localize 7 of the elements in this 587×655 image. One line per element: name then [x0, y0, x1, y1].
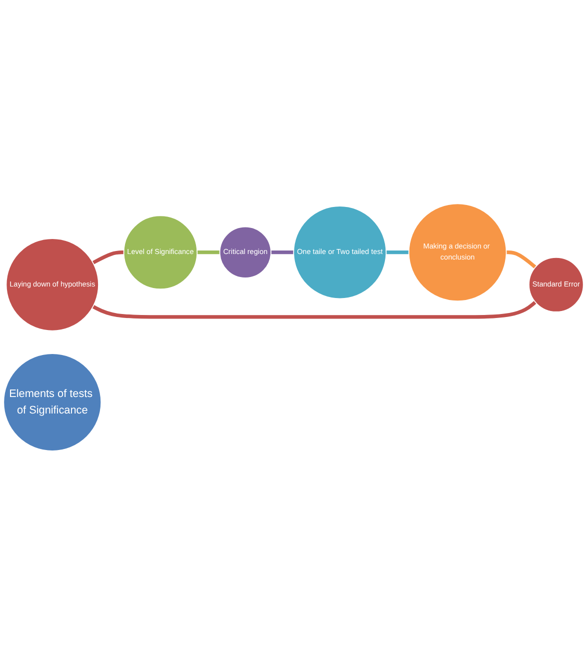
connector — [92, 300, 536, 319]
connector — [506, 250, 536, 269]
node-circle: Elements of tests of Significance — [3, 353, 102, 452]
connector — [386, 250, 409, 254]
connector — [92, 250, 124, 265]
connector — [197, 250, 220, 254]
connector — [270, 250, 294, 254]
